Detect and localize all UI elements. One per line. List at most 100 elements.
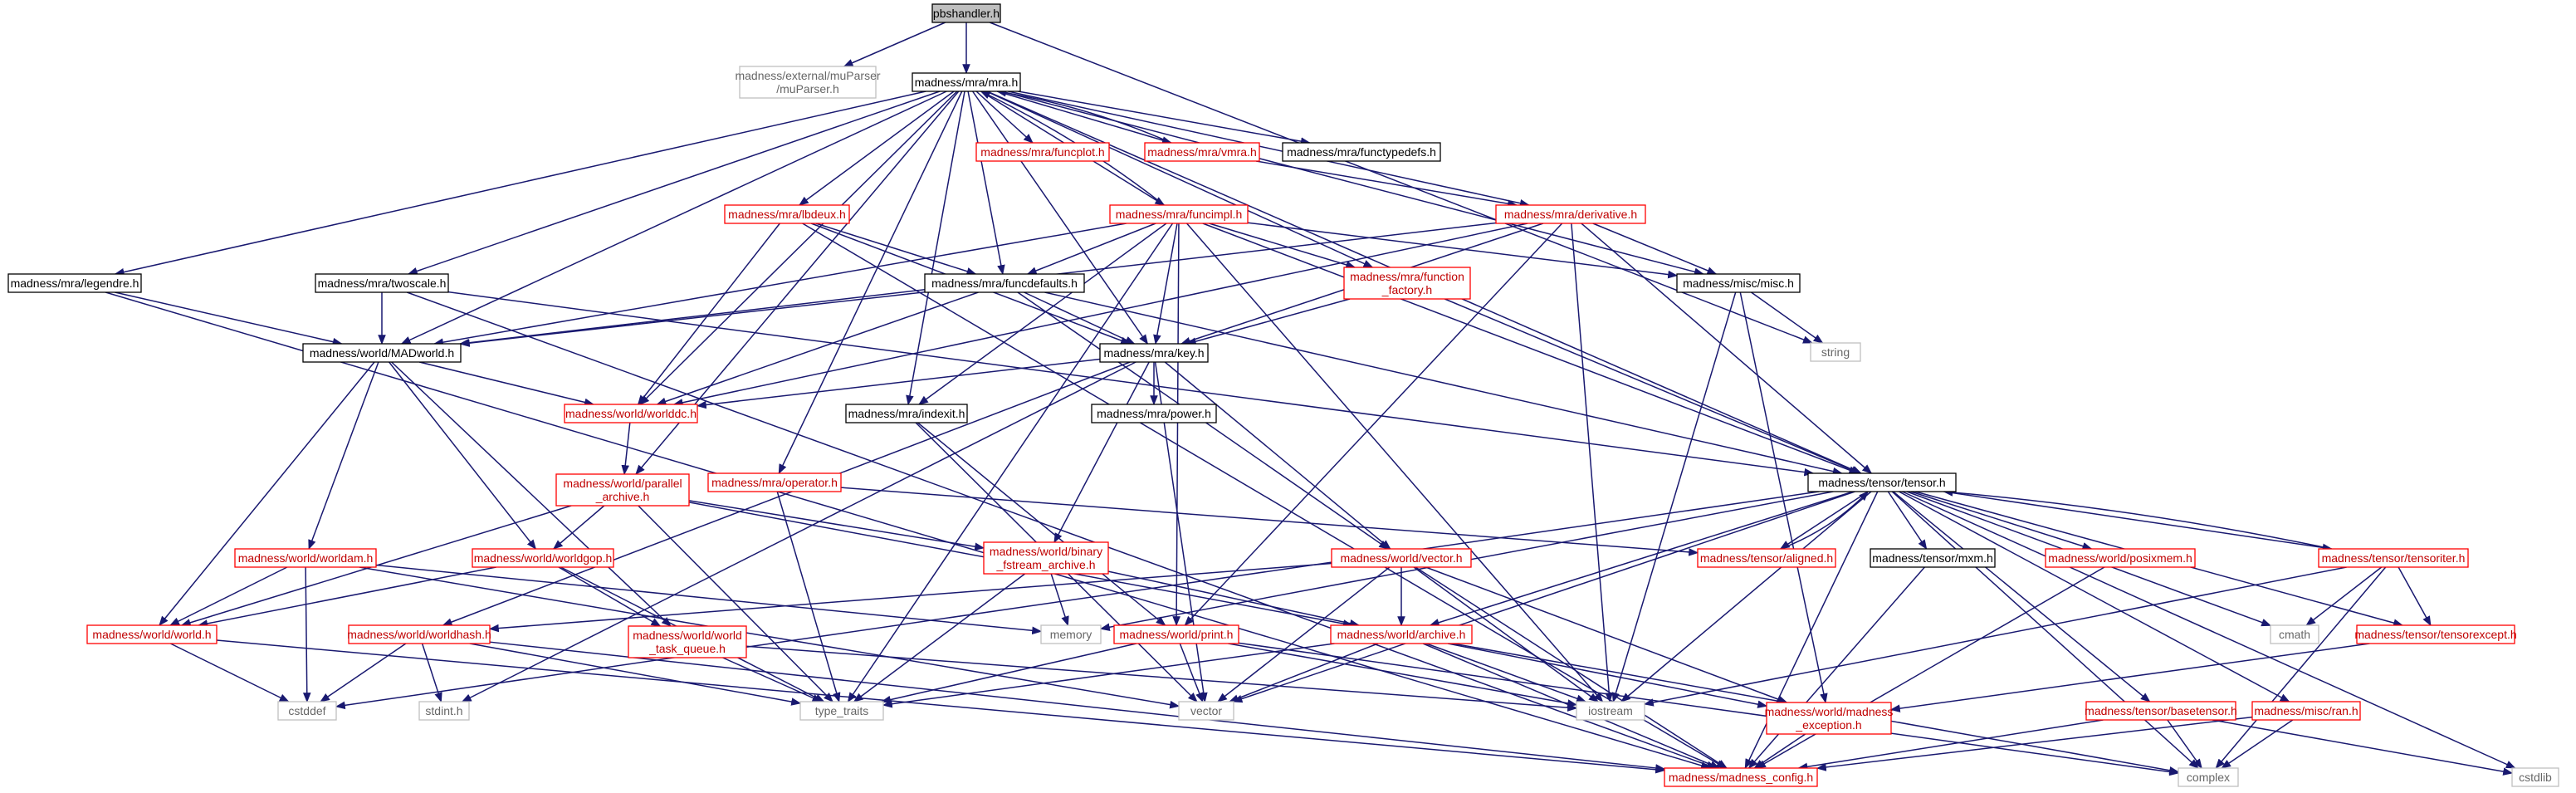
node-box: [845, 404, 968, 423]
node-box: [628, 625, 747, 658]
node-box: [924, 273, 1085, 293]
node-worldgop[interactable]: madness/world/worldgop.h: [472, 548, 614, 568]
node-box: [1697, 548, 1836, 568]
node-label: _task_queue.h: [648, 642, 726, 655]
node-function_factory[interactable]: madness/mra/function_factory.h: [1343, 267, 1471, 300]
edge-vmra-to-derivative: [1255, 160, 1518, 208]
node-derivative[interactable]: madness/mra/derivative.h: [1495, 204, 1646, 224]
edge-basetensor-to-madness_config: [1797, 719, 2104, 771]
node-functypedefs[interactable]: madness/mra/functypedefs.h: [1282, 142, 1441, 162]
node-parallel_archive[interactable]: madness/world/parallel_archive.h: [555, 473, 690, 507]
node-madworld[interactable]: madness/world/MADworld.h: [302, 343, 462, 363]
node-indexit[interactable]: madness/mra/indexit.h: [845, 404, 968, 423]
edge-print-to-type_traits: [881, 643, 1136, 704]
edge-operator-to-type_traits: [776, 491, 841, 703]
edge-mra-to-operator: [778, 91, 963, 475]
node-world_task_queue[interactable]: madness/world/world_task_queue.h: [628, 625, 747, 658]
node-aligned[interactable]: madness/tensor/aligned.h: [1697, 548, 1836, 568]
node-ran[interactable]: madness/misc/ran.h: [2251, 701, 2361, 721]
node-twoscale[interactable]: madness/mra/twoscale.h: [315, 273, 449, 293]
node-power[interactable]: madness/mra/power.h: [1091, 404, 1217, 423]
node-worldam[interactable]: madness/world/worldam.h: [234, 548, 377, 568]
node-archive[interactable]: madness/world/archive.h: [1330, 624, 1473, 644]
node-label: madness/tensor/basetensor.h: [2085, 704, 2237, 717]
edge-mra-to-derivative: [1008, 91, 1530, 208]
node-worlddc[interactable]: madness/world/worlddc.h: [564, 404, 698, 423]
node-operator[interactable]: madness/mra/operator.h: [707, 472, 842, 492]
edge-madness_exception-to-madness_config: [1753, 733, 1806, 769]
node-box: [975, 142, 1110, 162]
node-label: madness/mra/indexit.h: [848, 407, 965, 420]
node-box: [302, 343, 462, 363]
node-box: [555, 473, 690, 507]
node-tensor[interactable]: madness/tensor/tensor.h: [1807, 472, 1957, 492]
node-vmra[interactable]: madness/mra/vmra.h: [1144, 142, 1260, 162]
node-label: madness/tensor/tensorexcept.h: [2354, 628, 2516, 641]
edge-derivative-to-print: [1184, 223, 1563, 626]
node-label: madness/world/worldhash.h: [347, 628, 491, 641]
node-label: cmath: [2279, 628, 2310, 641]
node-label: madness/misc/misc.h: [1683, 277, 1794, 290]
edge-lbdeux-to-worlddc: [637, 223, 780, 405]
node-key[interactable]: madness/mra/key.h: [1099, 343, 1209, 363]
edge-parallel_archive-to-binary_fstream: [688, 500, 985, 551]
node-label: madness/world/world.h: [92, 628, 211, 641]
node-label: stdint.h: [425, 704, 462, 717]
edge-tensor-to-cstdlib: [1902, 491, 2516, 769]
edge-worldam-to-memory: [375, 564, 1043, 635]
edge-binary_fstream-to-memory: [1050, 573, 1069, 627]
node-box: [707, 472, 842, 492]
node-funcplot[interactable]: madness/mra/funcplot.h: [975, 142, 1110, 162]
node-tensoriter[interactable]: madness/tensor/tensoriter.h: [2318, 548, 2469, 568]
node-label: string: [1821, 345, 1850, 359]
node-basetensor[interactable]: madness/tensor/basetensor.h: [2085, 701, 2237, 721]
node-posixmem[interactable]: madness/world/posixmem.h: [2045, 548, 2196, 568]
edge-funcimpl-to-type_traits: [847, 223, 1174, 702]
edge-tensoriter-to-tensor: [1943, 488, 2332, 550]
edge-tensor-to-complex: [1891, 491, 2199, 769]
node-pbshandler[interactable]: pbshandler.h: [931, 3, 1001, 23]
node-print[interactable]: madness/world/print.h: [1113, 624, 1239, 644]
node-label: madness/world/madness: [1765, 705, 1894, 718]
edge-misc-to-string: [1751, 291, 1824, 344]
node-label: madness/world/binary: [990, 545, 1102, 558]
node-label: madness/mra/power.h: [1097, 407, 1211, 420]
edge-twoscale-to-tensor: [447, 291, 1815, 477]
edge-worldhash-to-madness_config: [489, 641, 1666, 772]
node-madness_config[interactable]: madness/madness_config.h: [1664, 767, 1818, 787]
edge-archive-to-vector: [1228, 643, 1379, 702]
node-box: [1282, 142, 1441, 162]
node-binary_fstream[interactable]: madness/world/binary_fstream_archive.h: [983, 541, 1109, 575]
node-cstddef: cstddef: [277, 701, 337, 721]
node-box: [1810, 342, 1861, 362]
node-label: madness/mra/funcimpl.h: [1116, 208, 1243, 221]
node-worldhash[interactable]: madness/world/worldhash.h: [347, 624, 491, 644]
node-label: madness/mra/legendre.h: [11, 277, 139, 290]
node-cmath: cmath: [2270, 624, 2319, 644]
edge-vector_h-to-madness_exception: [1425, 566, 1788, 703]
edge-indexit-to-print: [917, 422, 1166, 626]
node-funcimpl[interactable]: madness/mra/funcimpl.h: [1109, 204, 1249, 224]
node-misc[interactable]: madness/misc/misc.h: [1676, 273, 1801, 293]
node-mra[interactable]: madness/mra/mra.h: [912, 72, 1021, 92]
node-madness_exception[interactable]: madness/world/madness_exception.h: [1765, 702, 1894, 735]
edge-misc-to-iostream: [1611, 291, 1737, 703]
edge-funcimpl-to-funcdefaults: [1026, 223, 1156, 275]
node-legendre[interactable]: madness/mra/legendre.h: [7, 273, 142, 293]
node-label: madness/world/worlddc.h: [565, 407, 697, 420]
edge-mra-to-indexit: [906, 91, 965, 406]
node-mxm[interactable]: madness/tensor/mxm.h: [1870, 548, 1996, 568]
node-funcdefaults[interactable]: madness/mra/funcdefaults.h: [924, 273, 1085, 293]
node-lbdeux[interactable]: madness/mra/lbdeux.h: [724, 204, 850, 224]
node-vector_h[interactable]: madness/world/vector.h: [1331, 548, 1472, 568]
edge-funcimpl-to-print: [1172, 223, 1180, 627]
edge-tensorexcept-to-madness_exception: [1889, 643, 2370, 712]
header-nodes: pbshandler.hmadness/external/muParser/mu…: [7, 3, 2559, 787]
edge-key-to-vector_h: [1164, 361, 1391, 550]
node-box: [799, 701, 884, 721]
node-world[interactable]: madness/world/world.h: [86, 624, 218, 644]
node-box: [1091, 404, 1217, 423]
node-tensorexcept[interactable]: madness/tensor/tensorexcept.h: [2354, 624, 2517, 644]
node-box: [1807, 472, 1957, 492]
